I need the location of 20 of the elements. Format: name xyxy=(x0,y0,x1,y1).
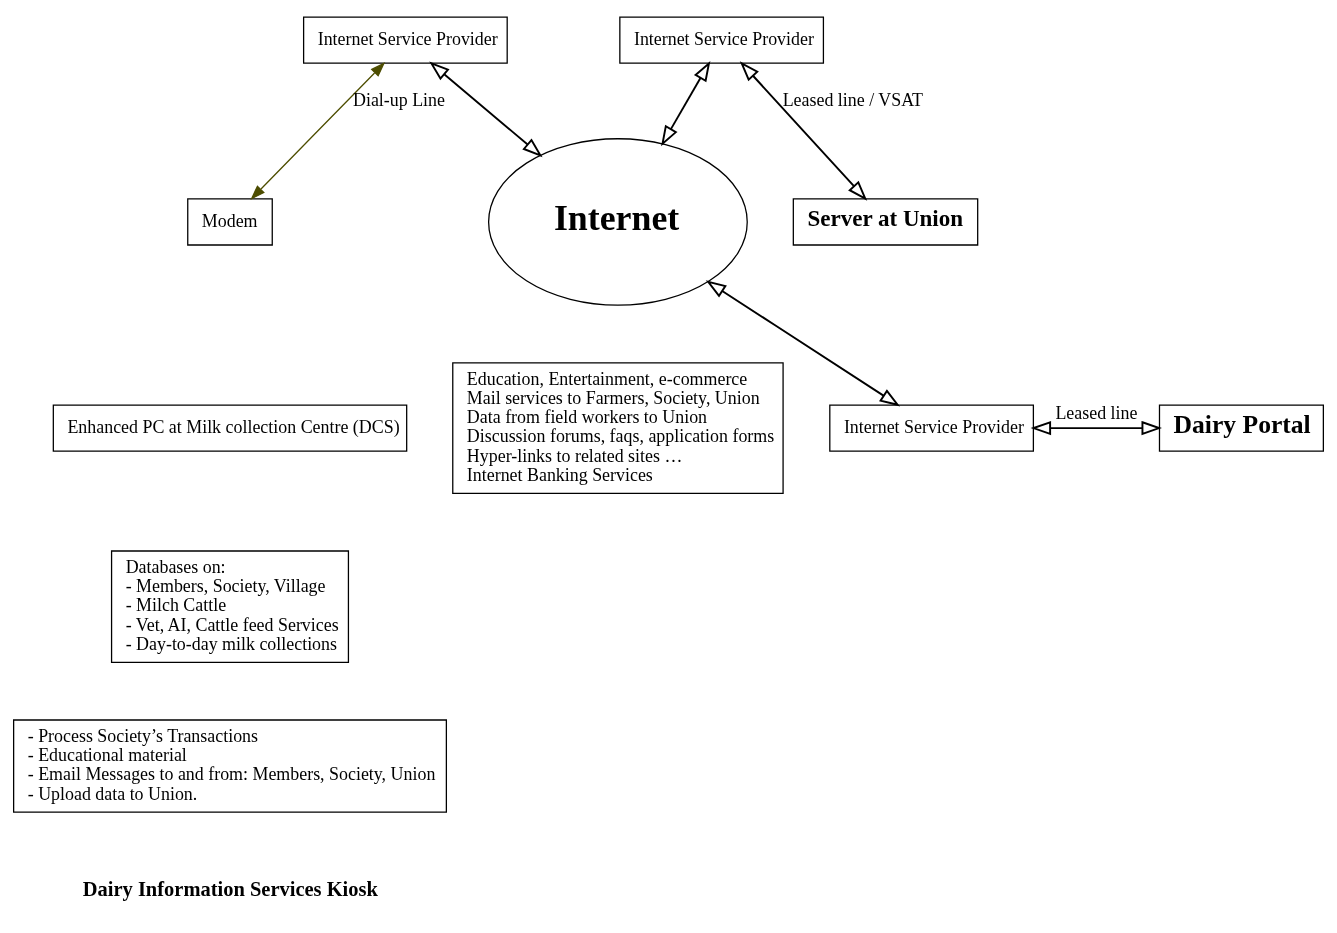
arrow xyxy=(429,61,543,158)
arrow xyxy=(661,60,711,147)
arrow xyxy=(739,61,868,201)
edge-label: Dial-up Line xyxy=(353,89,445,110)
node-box: Databases on: - Members, Society, Village - Milch Cattle - Vet, AI, Cattle feed Services - Day-to-day milk collections xyxy=(110,550,350,663)
node-box: Internet Service Provider xyxy=(619,16,825,64)
node-box: Modem xyxy=(187,198,273,246)
arrow xyxy=(250,62,386,200)
label: Dairy Information Services Kiosk xyxy=(82,878,378,901)
node-box: Server at Union xyxy=(792,198,979,246)
node-box: Internet Service Provider xyxy=(303,16,508,64)
node-box: Enhanced PC at Milk collection Centre (DCS) xyxy=(52,404,408,452)
node-box: Internet Service Provider xyxy=(829,404,1035,452)
node-box: Education, Entertainment, e-commerce Mail services to Farmers, Society, Union Data from field workers to Union Discussion forums, faqs, application forms Hyper-links to related sites … Internet Banking Services xyxy=(452,362,784,495)
arrow xyxy=(705,280,901,407)
node-box: Dairy Portal xyxy=(1158,404,1324,452)
edge-label: Leased line / VSAT xyxy=(782,89,924,110)
arrow xyxy=(1030,420,1162,436)
edge-label: Leased line xyxy=(1055,403,1138,424)
node-box: - Process Society’s Transactions - Educational material - Email Messages to and from: Members, Society, Union - Upload data to Union. xyxy=(13,719,447,813)
